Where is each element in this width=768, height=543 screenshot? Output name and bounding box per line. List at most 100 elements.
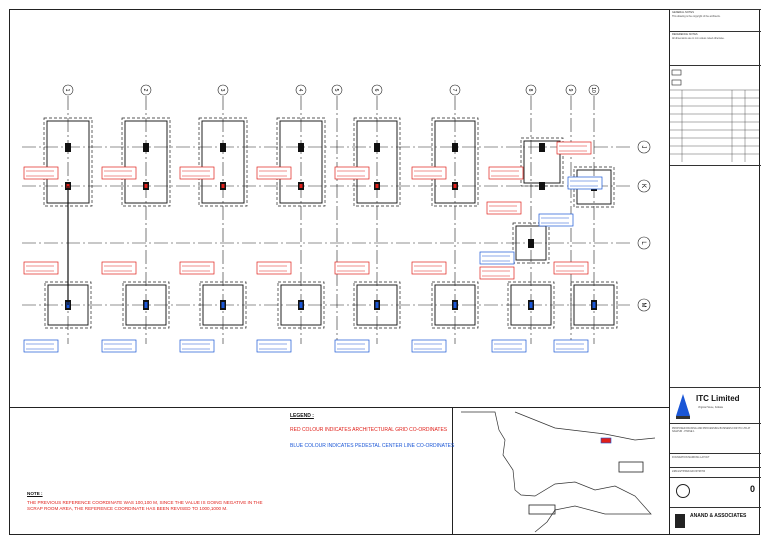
- foundation-pad-outline: [122, 281, 170, 329]
- column-pedestal: [539, 143, 545, 152]
- coordinate-tag-blue: [538, 213, 574, 227]
- foundation-pad-outline: [276, 117, 326, 207]
- coordinate-tag-red: [553, 261, 589, 275]
- note-body: THE PREVIOUS REFERENCE COORDINATE WAS 10…: [27, 500, 263, 511]
- coordinate-tag-red: [101, 261, 137, 275]
- grid-bubble: [371, 84, 383, 96]
- foundation-pad: [434, 284, 476, 326]
- grid-bubble-label: 2: [142, 89, 148, 92]
- coordinate-tag-blue: [23, 339, 59, 353]
- column-pedestal: [298, 143, 304, 152]
- foundation-pad: [125, 284, 167, 326]
- coordinate-tag-red: [488, 166, 524, 180]
- coordinate-tag-blue: [334, 339, 370, 353]
- north-arrow-icon: [676, 484, 690, 498]
- coordinate-tag-red: [411, 261, 447, 275]
- grid-bubble: [331, 84, 343, 96]
- foundation-pad: [510, 284, 552, 326]
- foundation-pad: [515, 225, 547, 261]
- grid-bubble-label: 6: [373, 89, 379, 92]
- coordinate-tag-blue: [567, 176, 603, 190]
- column-marker: [453, 184, 457, 188]
- column-pedestal: [528, 239, 534, 248]
- coordinate-tag-blue: [179, 339, 215, 353]
- consultant-logo: [675, 514, 685, 528]
- column-pedestal: [143, 143, 149, 152]
- foundation-pad-outline: [121, 117, 171, 207]
- column-pedestal: [539, 182, 545, 190]
- grid-bubble-label: M: [640, 303, 646, 308]
- foundation-pad-outline: [512, 222, 550, 264]
- revision-number: 0: [749, 484, 755, 494]
- coordinate-tag-blue: [553, 339, 589, 353]
- column-marker: [453, 302, 457, 308]
- legend-blue-text: BLUE COLOUR INDICATES PEDESTAL CENTER LI…: [290, 443, 455, 449]
- coordinate-tag-red: [479, 266, 515, 280]
- coordinate-tag-red: [179, 261, 215, 275]
- foundation-pad-outline: [277, 281, 325, 329]
- foundation-pad-outline: [353, 117, 401, 207]
- foundation-pad-outline: [198, 117, 248, 207]
- coordinate-tag-red: [23, 261, 59, 275]
- column-marker: [144, 184, 148, 188]
- coordinate-tag-red: [256, 166, 292, 180]
- grid-bubble: [217, 84, 229, 96]
- coordinate-tag-red: [334, 261, 370, 275]
- column-pedestal: [452, 143, 458, 152]
- foundation-pad: [201, 120, 245, 204]
- grid-bubble: [62, 84, 74, 96]
- grid-bubble: [637, 298, 651, 312]
- grid-bubble-label: 9: [567, 89, 573, 92]
- foundation-pad: [434, 120, 476, 204]
- grid-bubble: [588, 84, 600, 96]
- foundation-pad: [573, 284, 615, 326]
- grid-bubble-label: L: [640, 241, 646, 245]
- key-plan-highlight: [600, 437, 612, 444]
- coordinate-tag-red: [486, 201, 522, 215]
- coordinate-tag-red: [411, 166, 447, 180]
- coordinate-tag-blue: [101, 339, 137, 353]
- coordinate-tag-red: [23, 166, 59, 180]
- foundation-pad-outline: [431, 281, 479, 329]
- legend-red-text: RED COLOUR INDICATES ARCHITECTURAL GRID …: [290, 427, 448, 433]
- grid-bubble: [295, 84, 307, 96]
- column-marker: [592, 302, 596, 308]
- legend-title: LEGEND :: [290, 413, 314, 419]
- foundation-pad: [356, 120, 398, 204]
- grid-bubble-label: 1: [64, 89, 70, 92]
- legend: LEGEND : RED COLOUR INDICATES ARCHITECTU…: [290, 413, 454, 449]
- foundation-pad-outline: [570, 281, 618, 329]
- note-title: NOTE :: [27, 491, 43, 496]
- grid-bubble: [637, 236, 651, 250]
- divider: [452, 407, 453, 535]
- column-marker: [299, 184, 303, 188]
- coordinate-tag-blue: [411, 339, 447, 353]
- column-marker: [375, 302, 379, 308]
- grid-bubble: [449, 84, 461, 96]
- coordinate-tag-red: [556, 141, 592, 155]
- foundation-pad-outline: [199, 281, 247, 329]
- foundation-pad: [356, 284, 398, 326]
- grid-bubble: [637, 140, 651, 154]
- column-marker: [529, 302, 533, 308]
- foundation-pad-outline: [507, 281, 555, 329]
- note: NOTE : THE PREVIOUS REFERENCE COORDINATE…: [27, 491, 277, 512]
- column-pedestal: [65, 143, 71, 152]
- foundation-pad: [279, 120, 323, 204]
- drawing-number: 2481/24/TP/MIA/GFC/STR/700: [672, 470, 706, 473]
- drawing-sheet: [9, 9, 760, 535]
- coordinate-tag-blue: [491, 339, 527, 353]
- grid-bubble-label: K: [640, 184, 646, 188]
- grid-bubble-label: 5: [333, 89, 339, 92]
- column-marker: [144, 302, 148, 308]
- coordinate-tag-blue: [256, 339, 292, 353]
- grid-bubble-label: J: [640, 146, 646, 149]
- consultant-name: ANAND & ASSOCIATES: [690, 513, 747, 519]
- foundation-pad: [202, 284, 244, 326]
- column-marker: [221, 302, 225, 308]
- column-marker: [299, 302, 303, 308]
- foundation-pad: [124, 120, 168, 204]
- coordinate-tag-red: [101, 166, 137, 180]
